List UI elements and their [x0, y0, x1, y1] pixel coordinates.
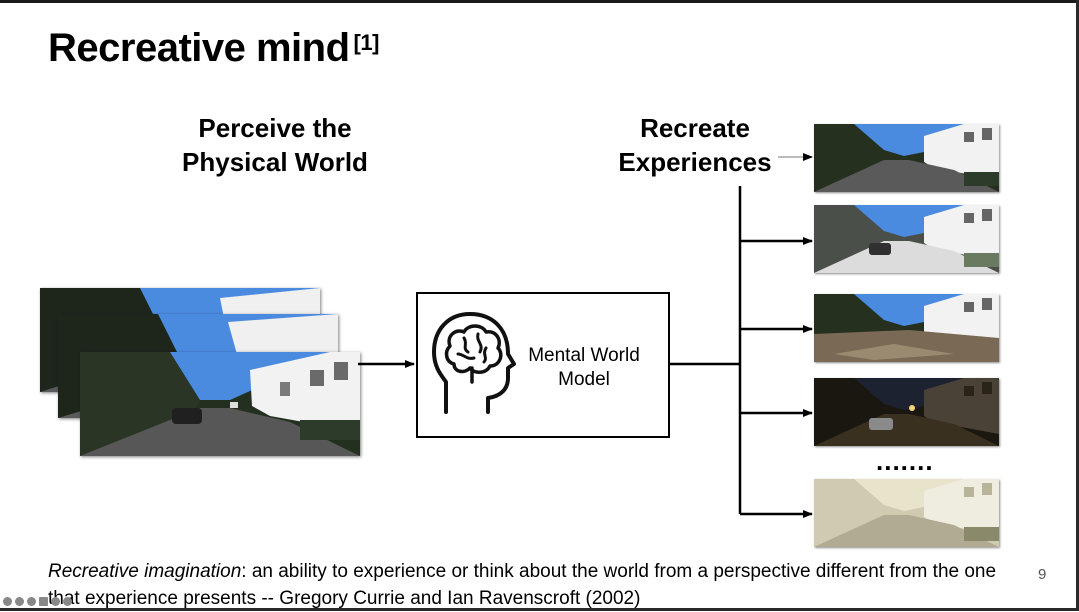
slide-frame-bottom	[0, 608, 1079, 611]
output-scene-night	[814, 378, 999, 446]
quote-caption: Recreative imagination: an ability to ex…	[48, 558, 1008, 612]
model-label-line1: Mental World	[528, 345, 640, 366]
recreate-heading-line1: Recreate	[640, 113, 750, 143]
title-reference: [1]	[353, 30, 380, 55]
perceive-heading-line2: Physical World	[182, 147, 368, 177]
slide-frame-top	[0, 0, 1079, 3]
input-frame-3	[80, 352, 360, 456]
pen-icon[interactable]	[15, 596, 24, 606]
perceive-heading-line1: Perceive the	[198, 113, 352, 143]
perceive-heading: Perceive the Physical World	[150, 111, 400, 179]
output-scene-flooded	[814, 294, 999, 362]
slides-icon[interactable]	[39, 596, 48, 606]
slide-title: Recreative mind[1]	[48, 26, 379, 71]
more-scenes-ellipsis: .......	[876, 446, 934, 476]
back-icon[interactable]	[3, 596, 12, 606]
page-number: 9	[1038, 566, 1047, 583]
recreate-heading-line2: Experiences	[618, 147, 772, 177]
caption-italic-term: Recreative imagination	[48, 561, 242, 582]
presentation-toolbar	[3, 595, 72, 607]
output-scene-original	[814, 124, 999, 192]
slide-frame-right	[1076, 0, 1079, 611]
head-with-brain-icon	[432, 312, 516, 414]
output-scene-foggy	[814, 479, 999, 547]
mental-world-model-label: Mental World Model	[514, 344, 654, 392]
forward-icon[interactable]	[63, 596, 72, 606]
model-label-line2: Model	[558, 369, 610, 390]
zoom-icon[interactable]	[27, 596, 36, 606]
menu-icon[interactable]	[51, 596, 60, 606]
output-scene-snow	[814, 205, 999, 273]
caption-definition: : an ability to experience or think abou…	[48, 561, 997, 609]
recreate-heading: Recreate Experiences	[590, 111, 800, 179]
slide-title-text: Recreative mind	[48, 26, 350, 70]
mental-world-model-box: Mental World Model	[416, 292, 670, 438]
